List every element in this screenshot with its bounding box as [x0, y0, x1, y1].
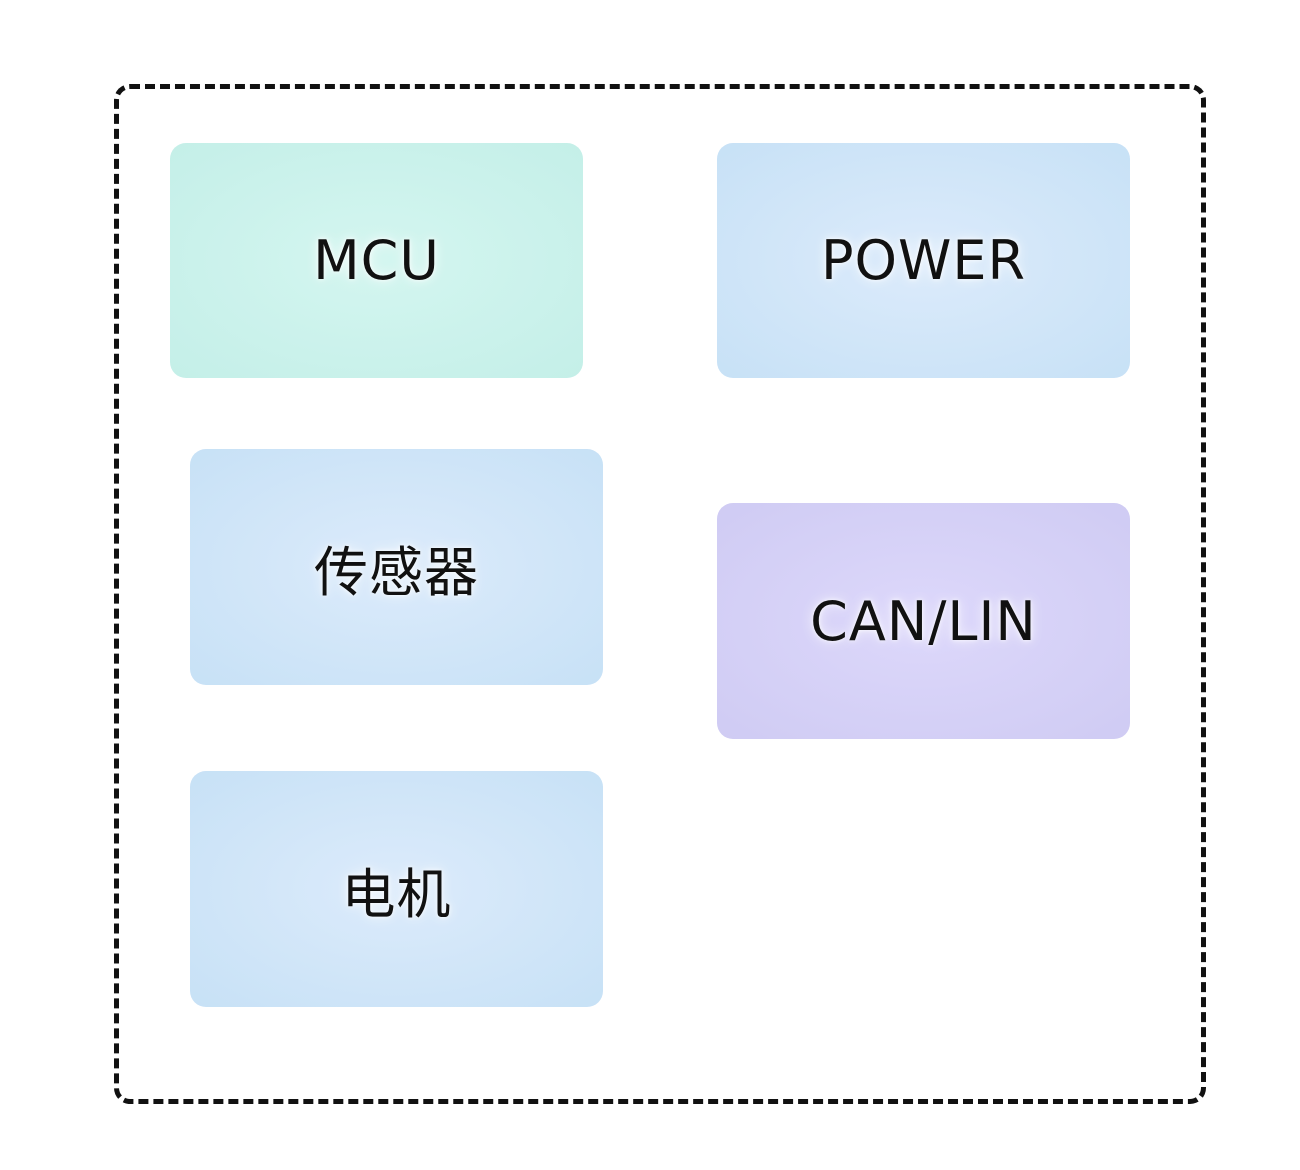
sensor-label: 传感器	[314, 540, 479, 604]
power-block: POWER	[717, 143, 1130, 378]
mcu-label: MCU	[313, 229, 440, 292]
motor-block: 电机	[190, 771, 603, 1007]
power-label: POWER	[820, 229, 1027, 292]
mcu-block: MCU	[170, 143, 583, 378]
sensor-block: 传感器	[190, 449, 603, 685]
system-boundary-dashed-frame	[114, 84, 1206, 1104]
can-lin-label: CAN/LIN	[810, 589, 1037, 653]
motor-label: 电机	[341, 862, 452, 926]
can-lin-block: CAN/LIN	[717, 503, 1130, 739]
